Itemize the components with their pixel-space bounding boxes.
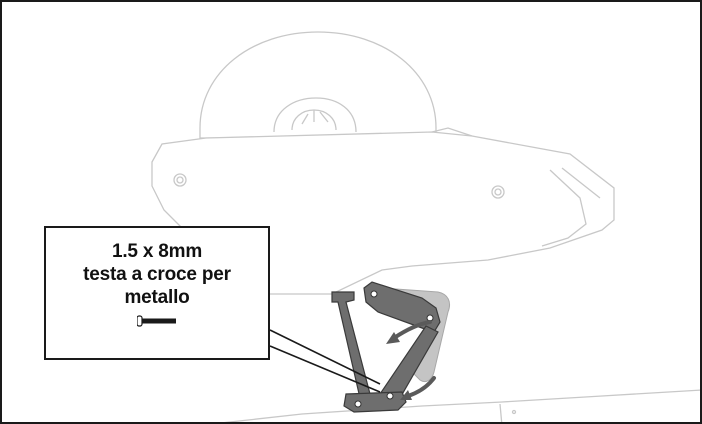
wheel-hub [273, 97, 357, 133]
arrow-lower-path [406, 376, 436, 398]
lower-fuselage [224, 389, 700, 422]
gear-foot [343, 391, 407, 413]
screw-type-label: metallo [124, 287, 190, 308]
bolt-right [491, 185, 505, 199]
gear-upper-arm [363, 281, 441, 333]
bolt-left [173, 173, 187, 187]
screw-callout: 1.5 x 8mm testa a croce per metallo [44, 226, 270, 360]
wheel-outline [199, 31, 437, 139]
screw-size-label: 1.5 x 8mm [111, 241, 203, 262]
arrow-upper-head [386, 332, 400, 344]
arrow-heads [386, 332, 412, 400]
arrow-lower-head [400, 390, 412, 400]
landing-gear-strut [331, 281, 441, 413]
gear-leg [331, 291, 371, 399]
motion-arrows [392, 320, 436, 398]
screw-head-label: testa a croce per [83, 264, 231, 285]
callout-leaders [269, 329, 381, 393]
arrow-upper-path [392, 320, 432, 340]
screw-icon [137, 315, 176, 327]
